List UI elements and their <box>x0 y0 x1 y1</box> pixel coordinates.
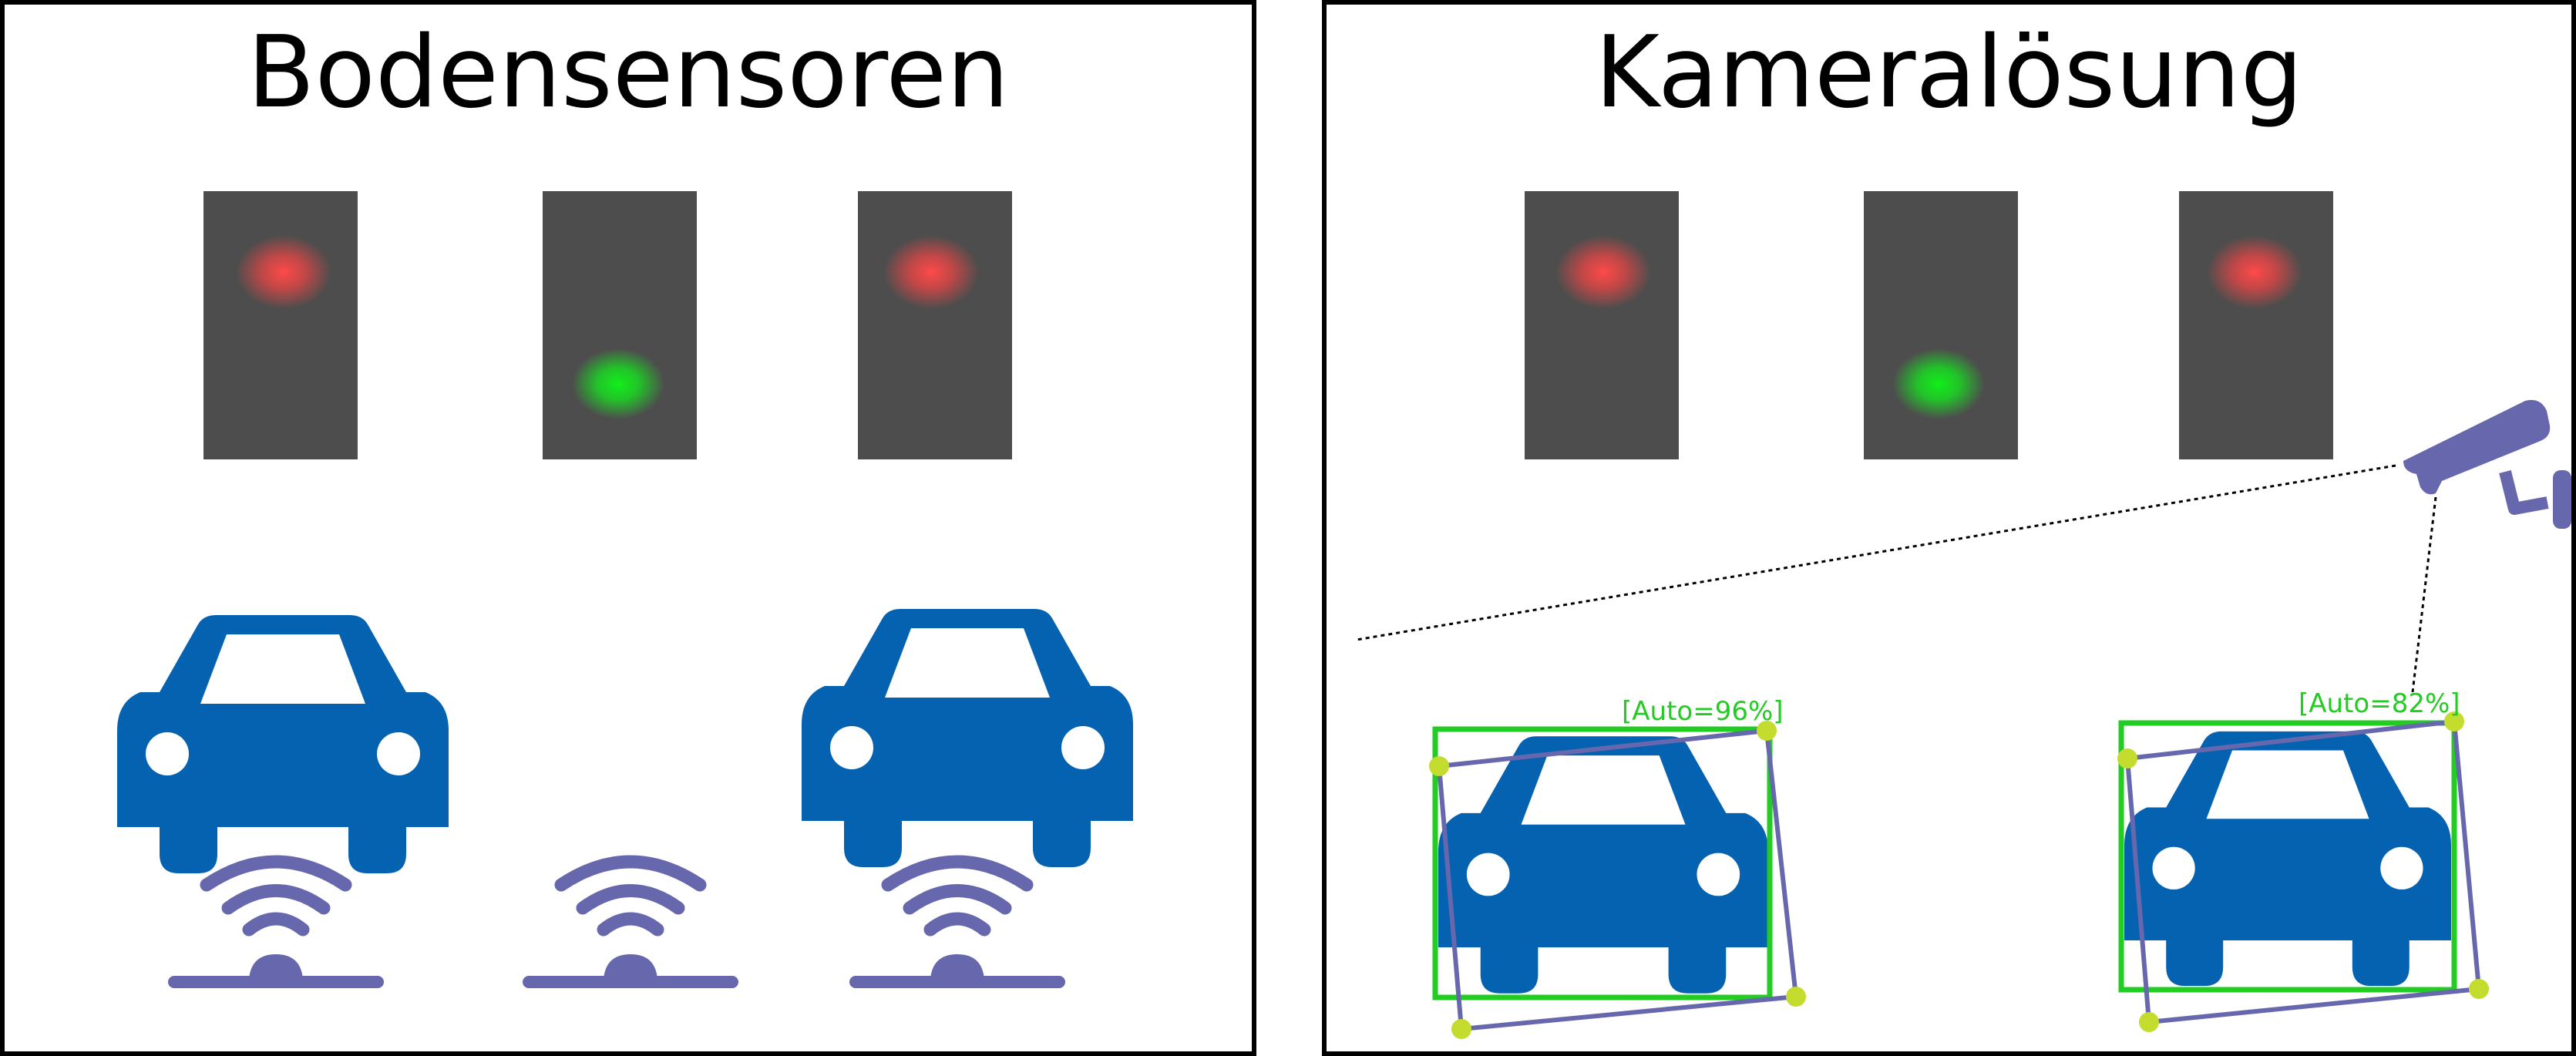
keypoint <box>2444 711 2464 731</box>
keypoint <box>1786 987 1806 1007</box>
keypoint <box>1757 721 1777 741</box>
bounding-box <box>2118 720 2457 993</box>
traffic-light-icon <box>543 191 697 459</box>
wireless-ground-sensor-icon <box>529 862 732 982</box>
detection-label: [Auto=96%] <box>1622 696 1784 727</box>
bounding-box <box>1432 726 1773 1001</box>
keypoint <box>2117 748 2137 768</box>
keypoint <box>1451 1019 1471 1039</box>
detection-label: [Auto=82%] <box>2299 688 2460 719</box>
car-icon <box>117 615 449 873</box>
traffic-light-icon <box>203 191 358 459</box>
keypoint <box>2139 1012 2159 1032</box>
surveillance-camera-icon <box>2403 399 2571 529</box>
wireless-ground-sensor-icon <box>174 862 378 982</box>
panel-title-left: Bodensensoren <box>247 15 1010 130</box>
car-detection: [Auto=96%] <box>1429 696 1806 1039</box>
keypoint <box>2469 979 2489 999</box>
keypoint <box>1429 756 1449 776</box>
traffic-light-icon <box>1525 191 1679 459</box>
traffic-light-icon <box>2179 191 2333 459</box>
car-icon <box>2124 731 2451 987</box>
car-icon <box>802 609 1133 867</box>
traffic-light-icon <box>1864 191 2018 459</box>
camera-view-line <box>1356 464 2396 641</box>
panel-title-right: Kameralösung <box>1595 15 2303 130</box>
wireless-ground-sensor-icon <box>856 862 1059 982</box>
traffic-light-icon <box>858 191 1012 459</box>
car-detection: [Auto=82%] <box>2117 688 2489 1032</box>
camera-view-line <box>2411 496 2437 693</box>
car-icon <box>1438 736 1768 994</box>
